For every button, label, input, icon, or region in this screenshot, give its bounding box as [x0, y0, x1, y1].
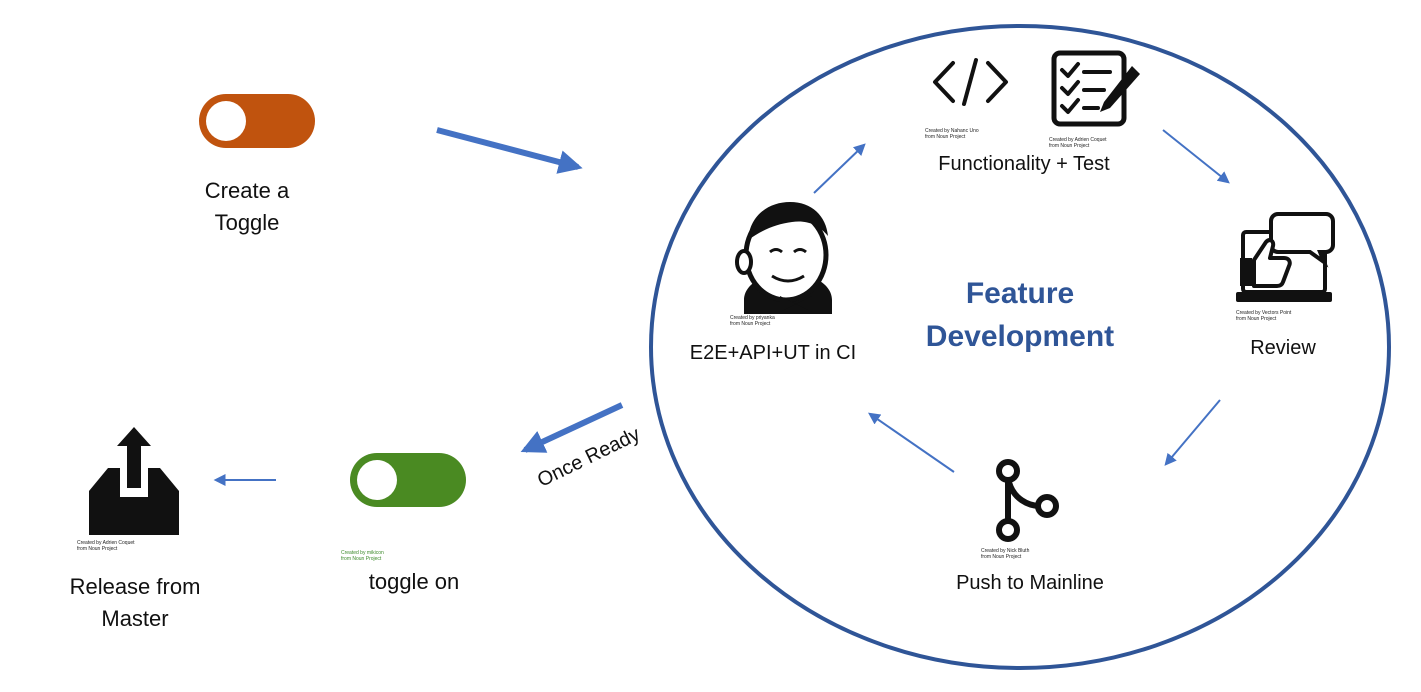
arrow-cycle-to-toggle-on — [520, 402, 624, 453]
release-label-line2: Master — [101, 606, 169, 631]
release-label: Release from Master — [50, 571, 220, 635]
jenkins-icon — [735, 202, 832, 314]
git-icon-credit: Created by Nick Bluth from Noun Project — [981, 548, 1030, 560]
ci-label: E2E+API+UT in CI — [689, 342, 857, 364]
toggle-on-label: toggle on — [368, 569, 460, 594]
title-line1: Feature — [965, 277, 1075, 310]
toggle-off-icon — [199, 94, 315, 148]
feature-development-ring — [649, 24, 1391, 670]
checklist-icon — [1051, 50, 1140, 127]
toggle-icon-credit: Created by mikicon from Noun Project — [341, 550, 384, 562]
review-label: Review — [1250, 337, 1316, 359]
functionality-test-label: Functionality + Test — [938, 153, 1110, 175]
checklist-icon-credit: Created by Adrien Coquet from Noun Proje… — [1049, 137, 1107, 149]
review-icon — [1236, 212, 1335, 302]
code-icon — [933, 58, 1008, 106]
arrow-create-to-cycle — [436, 127, 583, 174]
arrow-review-to-push — [1164, 399, 1221, 466]
toggle-on-icon — [350, 453, 466, 507]
create-toggle-label-line1: Create a — [204, 178, 290, 203]
arrow-push-to-ci — [868, 412, 955, 473]
jenkins-icon-credit: Created by priyanka from Noun Project — [730, 315, 775, 327]
upload-icon-credit: Created by Adrien Coquet from Noun Proje… — [77, 540, 135, 552]
create-toggle-label-line2: Toggle — [214, 210, 280, 235]
push-to-mainline-label: Push to Mainline — [956, 572, 1104, 594]
code-icon-credit: Created by Nahanc Uno from Noun Project — [925, 128, 979, 140]
release-label-line1: Release from — [69, 574, 201, 599]
title-line2: Development — [925, 320, 1115, 353]
arrow-functionality-to-review — [1162, 129, 1230, 184]
review-icon-credit: Created by Vectors Point from Noun Proje… — [1236, 310, 1292, 322]
git-branch-icon — [996, 459, 1059, 542]
create-toggle-label: Create a Toggle — [172, 175, 322, 239]
arrow-ci-to-functionality — [813, 143, 866, 194]
feature-development-title: Feature Development — [900, 272, 1140, 358]
upload-box-icon — [89, 427, 179, 535]
